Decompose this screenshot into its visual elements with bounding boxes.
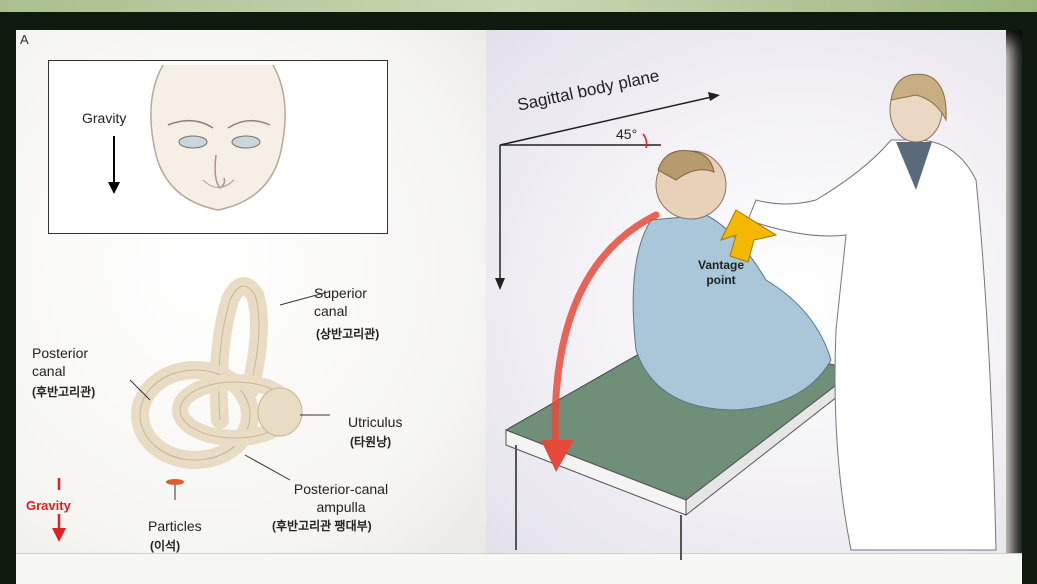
utriculus-label: Utriculus: [348, 414, 402, 430]
panel-letter: A: [20, 32, 29, 47]
maneuver-scene: [486, 30, 1006, 560]
angle-label: 45°: [616, 126, 637, 142]
top-accent-strip: [0, 0, 1037, 12]
particles-korean: (이석): [150, 538, 180, 554]
posterior-canal-korean: (후반고리관): [32, 384, 95, 400]
vantage-point-label: Vantage point: [686, 258, 756, 288]
ampulla-label: Posterior-canal ampulla: [276, 480, 406, 516]
ampulla-korean: (후반고리관 팽대부): [272, 518, 372, 534]
superior-canal-label: Superior canal: [314, 284, 367, 320]
utriculus-korean: (타원낭): [350, 434, 391, 450]
face-illustration: [48, 60, 388, 234]
inner-ear-diagram: [100, 270, 330, 500]
particles-label: Particles: [148, 518, 202, 534]
posterior-canal-label: Posterior canal: [32, 344, 88, 380]
inset-gravity-label: Gravity: [82, 110, 126, 126]
superior-canal-korean: (상반고리관): [316, 326, 379, 342]
gravity-red-label: Gravity: [26, 498, 71, 514]
